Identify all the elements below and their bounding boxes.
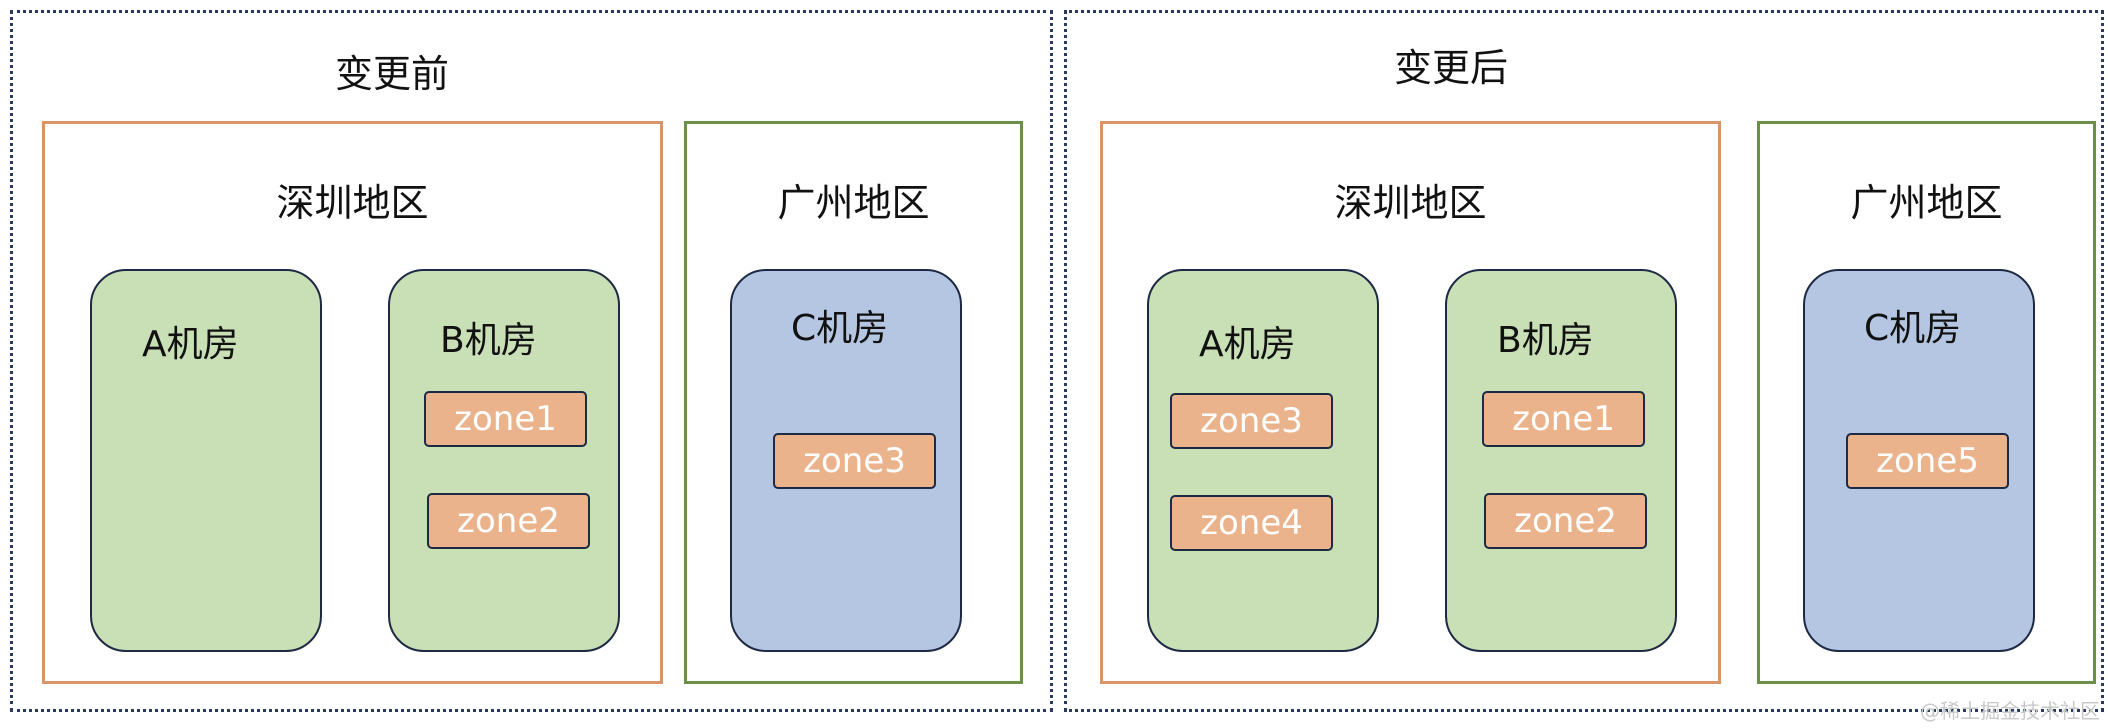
room-title: B机房	[440, 320, 537, 361]
zone-box: zone1	[1482, 391, 1645, 447]
region-title: 深圳地区	[1334, 181, 1487, 225]
room-c: C机房 zone5	[1803, 269, 2035, 652]
room-title: A机房	[1199, 324, 1296, 365]
room-title: A机房	[142, 324, 239, 365]
zone-box: zone2	[1484, 493, 1647, 549]
zone-box: zone3	[1170, 393, 1333, 449]
panel-title: 变更前	[335, 52, 450, 96]
zone-box: zone1	[424, 391, 587, 447]
room-a: A机房 zone3 zone4	[1147, 269, 1379, 652]
room-c: C机房 zone3	[730, 269, 962, 652]
region-title: 广州地区	[777, 181, 930, 225]
region-guangzhou: 广州地区 C机房 zone3	[684, 121, 1023, 684]
room-b: B机房 zone1 zone2	[388, 269, 620, 652]
panel-title: 变更后	[1394, 46, 1509, 90]
zone-box: zone3	[773, 433, 936, 489]
region-shenzhen: 深圳地区 A机房 B机房 zone1 zone2	[42, 121, 663, 684]
zone-box: zone4	[1170, 495, 1333, 551]
room-title: C机房	[1864, 308, 1962, 349]
watermark: @稀土掘金技术社区	[1920, 699, 2100, 723]
zone-box: zone2	[427, 493, 590, 549]
zone-box: zone5	[1846, 433, 2009, 489]
region-title: 广州地区	[1850, 181, 2003, 225]
panel-after: 变更后 深圳地区 A机房 zone3 zone4 B机房 zone1 zone2…	[1064, 10, 2104, 712]
room-title: C机房	[791, 308, 889, 349]
room-a: A机房	[90, 269, 322, 652]
region-shenzhen: 深圳地区 A机房 zone3 zone4 B机房 zone1 zone2	[1100, 121, 1721, 684]
panel-before: 变更前 深圳地区 A机房 B机房 zone1 zone2 广州地区 C机房 zo…	[10, 10, 1053, 712]
region-guangzhou: 广州地区 C机房 zone5	[1757, 121, 2096, 684]
room-b: B机房 zone1 zone2	[1445, 269, 1677, 652]
room-title: B机房	[1497, 320, 1594, 361]
region-title: 深圳地区	[276, 181, 429, 225]
